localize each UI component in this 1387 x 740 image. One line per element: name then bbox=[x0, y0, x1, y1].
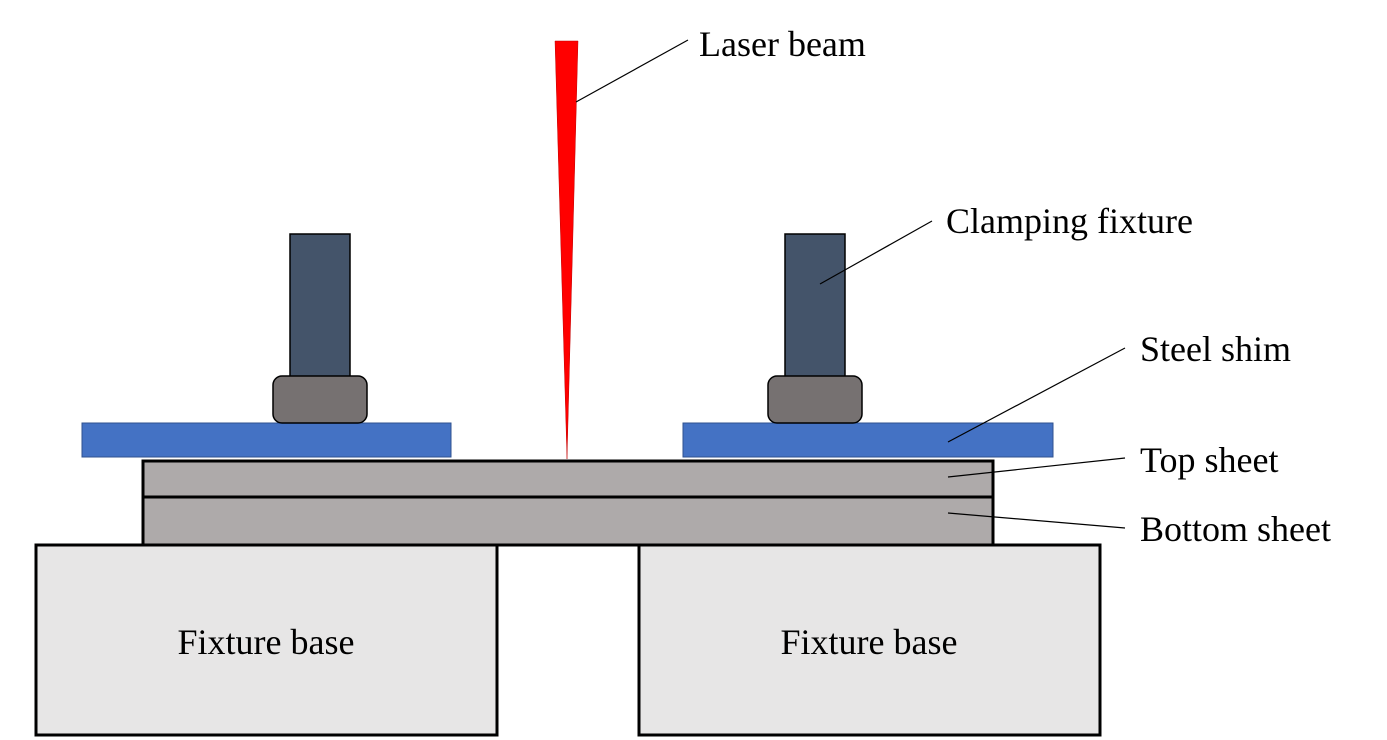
top-sheet bbox=[141, 459, 995, 499]
steel-shim-right bbox=[682, 422, 1054, 458]
label-fixture-base-right: Fixture base bbox=[781, 622, 958, 662]
label-clamping-fixture: Clamping fixture bbox=[946, 201, 1193, 241]
clamp-post-left bbox=[289, 233, 351, 379]
leader-top-sheet bbox=[947, 457, 1126, 478]
leader-clamping-fixture bbox=[819, 220, 933, 285]
bottom-sheet bbox=[141, 495, 995, 547]
label-laser-beam: Laser beam bbox=[699, 24, 866, 64]
leader-laser-beam bbox=[575, 39, 689, 103]
label-top-sheet: Top sheet bbox=[1140, 440, 1278, 480]
fixture-base-left bbox=[34, 543, 499, 737]
leader-bottom-sheet bbox=[947, 512, 1126, 529]
clamp-post-right bbox=[784, 233, 846, 379]
laser-beam bbox=[554, 40, 579, 460]
fixture-base-right bbox=[637, 543, 1102, 737]
label-steel-shim: Steel shim bbox=[1140, 329, 1291, 369]
clamp-pad-left bbox=[272, 375, 368, 424]
label-fixture-base-left: Fixture base bbox=[178, 622, 355, 662]
leader-steel-shim bbox=[947, 347, 1126, 443]
clamp-pad-right bbox=[767, 375, 863, 424]
label-bottom-sheet: Bottom sheet bbox=[1140, 509, 1331, 549]
steel-shim-left bbox=[81, 422, 452, 458]
